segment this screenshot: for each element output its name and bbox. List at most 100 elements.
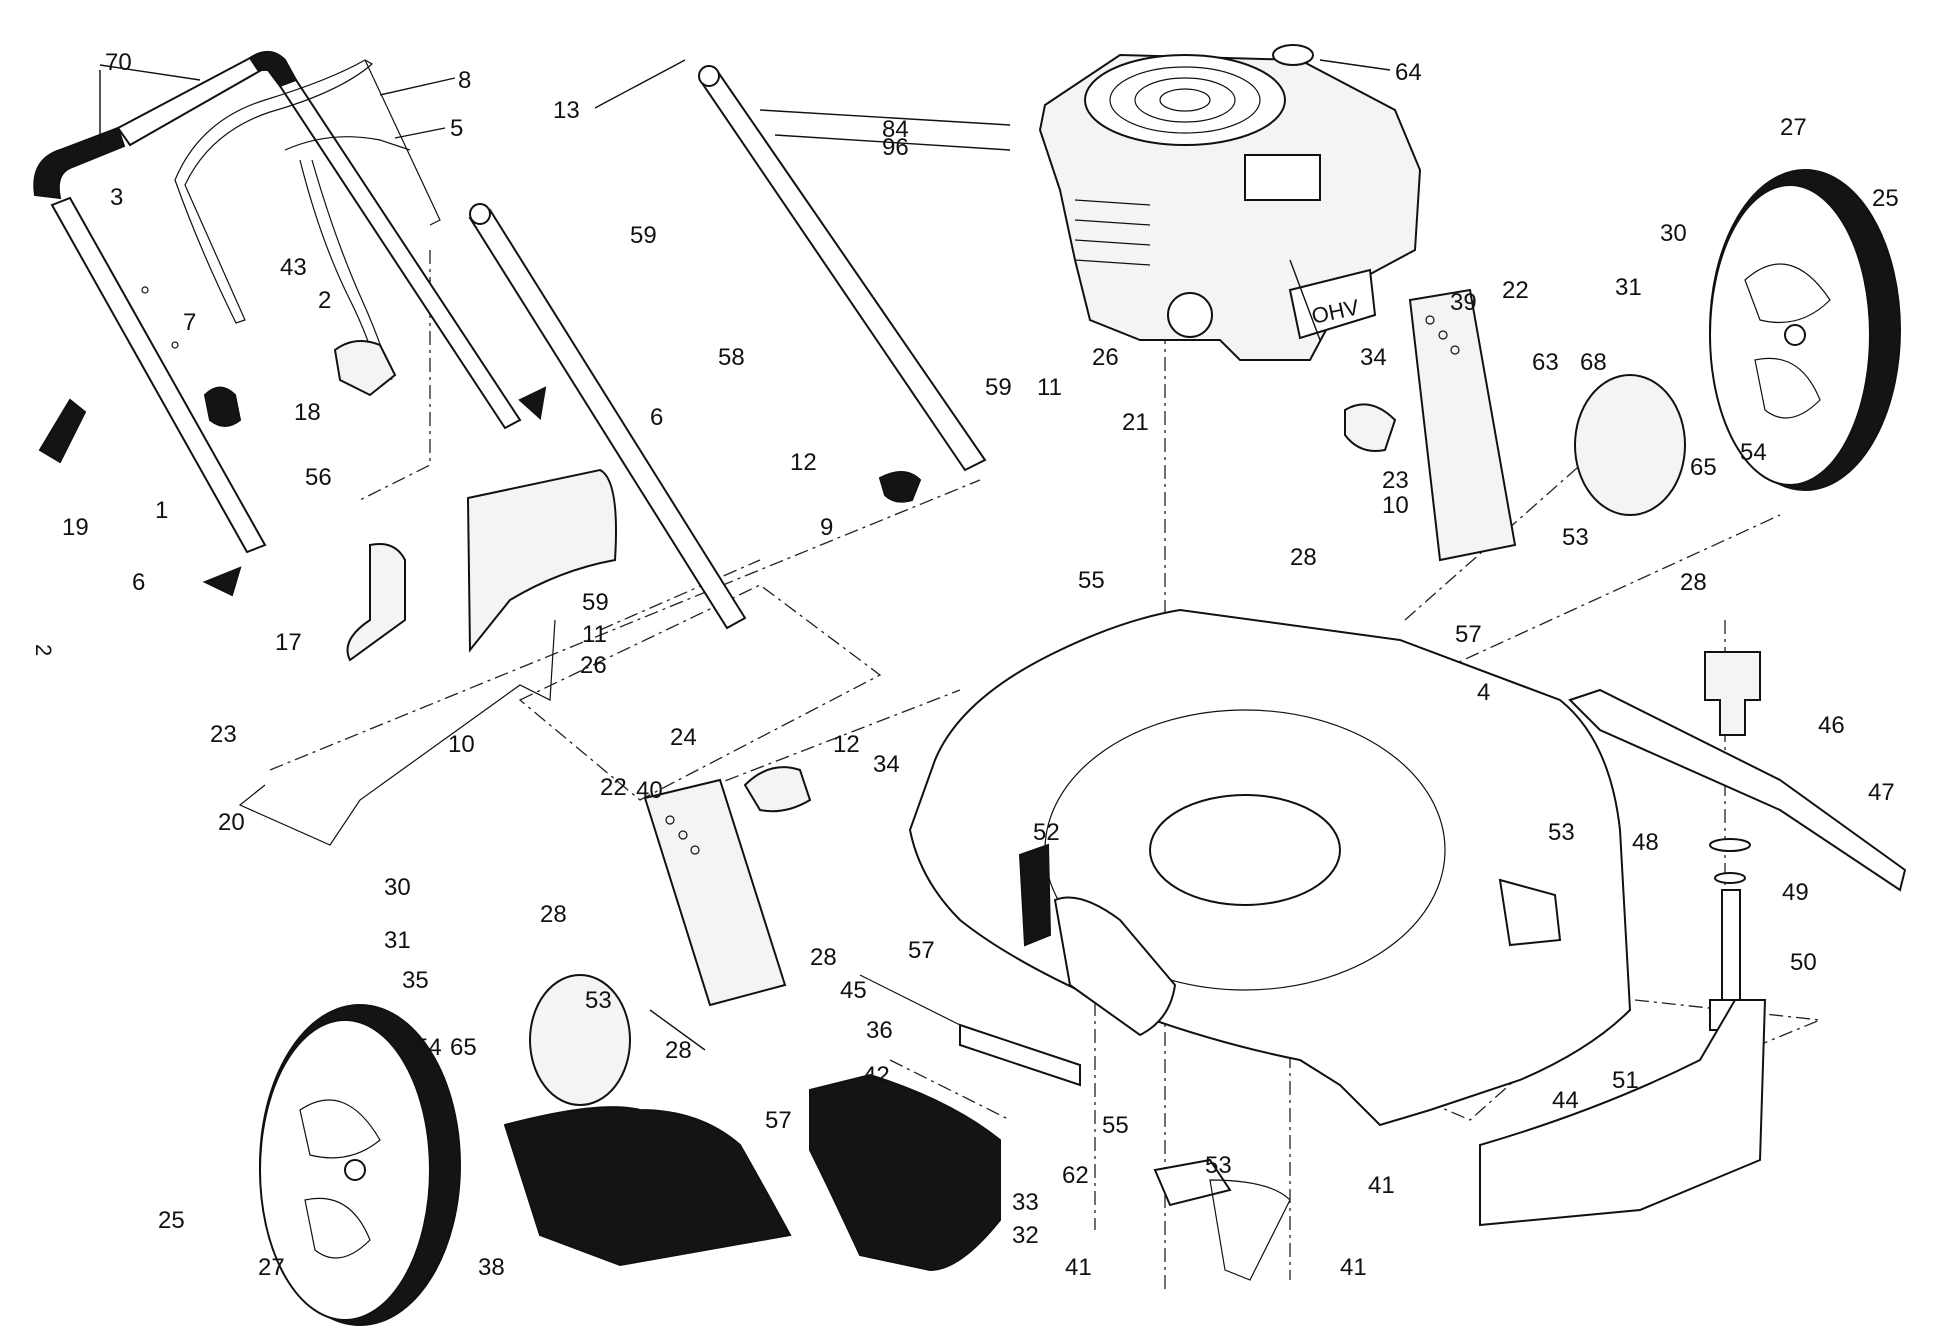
callout: 38 <box>478 1254 505 1281</box>
callout: 96 <box>882 134 909 161</box>
callout: 50 <box>1790 949 1817 976</box>
callout: 40 <box>636 777 663 804</box>
callout: 44 <box>1552 1087 1579 1114</box>
callout: 48 <box>1632 829 1659 856</box>
callout: 26 <box>1092 344 1119 371</box>
callout: 10 <box>448 731 475 758</box>
callout: 11 <box>1037 374 1062 401</box>
lower-handle-right <box>468 203 747 630</box>
handle-knobs <box>38 386 1397 813</box>
callout: 55 <box>1078 567 1105 594</box>
bail-control-bar <box>174 59 441 324</box>
callout: 65 <box>450 1034 477 1061</box>
callout: 26 <box>580 652 607 679</box>
callout: 27 <box>258 1254 285 1281</box>
callout: 32 <box>1012 1222 1039 1249</box>
callout: 49 <box>1782 879 1809 906</box>
engine: OHV <box>1038 44 1422 361</box>
front-bumper <box>1479 999 1767 1227</box>
callout: 47 <box>1868 779 1895 806</box>
callout: 28 <box>1680 569 1707 596</box>
lower-handle-left <box>33 126 267 554</box>
blade-adapter <box>1704 651 1761 736</box>
callout: 22 <box>600 774 627 801</box>
callout: 21 <box>1122 409 1149 436</box>
callout: 1 <box>155 497 168 524</box>
callout: 41 <box>1368 1172 1395 1199</box>
callout: 53 <box>585 987 612 1014</box>
callout: 53 <box>1205 1152 1232 1179</box>
leader-lines <box>99 59 1391 1051</box>
callout: 6 <box>132 569 145 596</box>
callout: 8 <box>458 67 471 94</box>
callout-labels: 70 8 5 13 84 64 96 3 7 43 59 2 58 27 25 … <box>62 49 1899 1281</box>
callout: 57 <box>908 937 935 964</box>
callout: 28 <box>810 944 837 971</box>
callout: 30 <box>384 874 411 901</box>
callout: 6 <box>650 404 663 431</box>
callout: 23 <box>1382 467 1409 494</box>
callout: 28 <box>665 1037 692 1064</box>
callout: 9 <box>820 514 833 541</box>
callout: 70 <box>105 49 132 76</box>
mower-deck <box>908 608 1632 1127</box>
callout: 25 <box>1872 185 1899 212</box>
callout: 62 <box>1062 1162 1089 1189</box>
callout: 20 <box>218 809 245 836</box>
callout: 33 <box>1012 1189 1039 1216</box>
callout: 53 <box>1562 524 1589 551</box>
callout: 4 <box>1477 679 1490 706</box>
callout: 59 <box>985 374 1012 401</box>
callout: 53 <box>1548 819 1575 846</box>
callout: 12 <box>833 731 860 758</box>
grass-bag-hinge-rod <box>859 974 1081 1087</box>
callout: 57 <box>1455 621 1482 648</box>
rear-baffle <box>346 468 617 662</box>
callout: 54 <box>415 1034 442 1061</box>
bail-rod <box>238 619 556 846</box>
callout: 12 <box>790 449 817 476</box>
callout: 23 <box>210 721 237 748</box>
front-wheel <box>259 1004 461 1326</box>
callout: 2 <box>318 287 331 314</box>
callout: 51 <box>1612 1067 1639 1094</box>
callout: 59 <box>630 222 657 249</box>
callout: 63 <box>1532 349 1559 376</box>
callout: 35 <box>402 967 429 994</box>
callout: 22 <box>1502 277 1529 304</box>
callout: 7 <box>183 309 196 336</box>
callout: 31 <box>384 927 411 954</box>
callout: 30 <box>1660 220 1687 247</box>
callout: 13 <box>553 97 580 124</box>
callout: 3 <box>110 184 123 211</box>
callout: 28 <box>1290 544 1317 571</box>
callout: 34 <box>873 751 900 778</box>
upper-handle <box>116 51 522 430</box>
callout: 17 <box>275 629 302 656</box>
callout: 39 <box>1450 289 1477 316</box>
wheel-gears <box>529 374 1686 1106</box>
callout: 25 <box>158 1207 185 1234</box>
callout: 31 <box>1615 274 1642 301</box>
callout: 28 <box>540 901 567 928</box>
callout: 59 <box>582 589 609 616</box>
side-skirt-left <box>503 1106 792 1267</box>
callout: 41 <box>1340 1254 1367 1281</box>
blade <box>1568 688 1907 892</box>
callout: 55 <box>1102 1112 1129 1139</box>
callout: 10 <box>1382 492 1409 519</box>
height-adjuster-right <box>1408 288 1517 562</box>
callout: 11 <box>582 621 607 648</box>
page-number: 2 <box>31 644 56 656</box>
callout: 58 <box>718 344 745 371</box>
callout: 54 <box>1740 439 1767 466</box>
callout: 41 <box>1065 1254 1092 1281</box>
throttle-cable <box>284 136 411 397</box>
callout: 43 <box>280 254 307 281</box>
callout: 52 <box>1033 819 1060 846</box>
callout: 5 <box>450 115 463 142</box>
callout: 34 <box>1360 344 1387 371</box>
callout: 56 <box>305 464 332 491</box>
callout: 46 <box>1818 712 1845 739</box>
